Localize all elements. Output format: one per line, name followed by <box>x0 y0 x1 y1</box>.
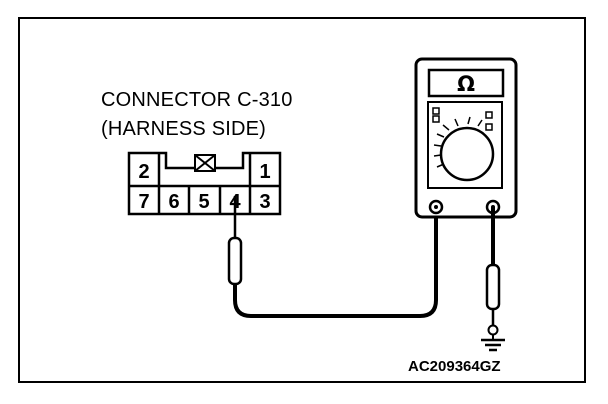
connector-c310: 2 1 7 6 5 4 3 <box>127 151 282 216</box>
multimeter-display <box>427 68 505 98</box>
connector-title: CONNECTOR C-310 (HARNESS SIDE) <box>101 86 293 144</box>
indicator-icon <box>432 107 440 115</box>
ohm-symbol: Ω <box>457 72 475 96</box>
connector-side: (HARNESS SIDE) <box>101 118 267 140</box>
pin-label: 2 <box>138 161 149 183</box>
pin-label: 5 <box>198 191 209 213</box>
pin-label: 6 <box>168 191 179 213</box>
unused-cavity-icon <box>194 154 216 172</box>
ground-lead <box>485 207 501 326</box>
figure-code: AC209364GZ <box>408 358 501 375</box>
connector-name: CONNECTOR C-310 <box>101 89 293 111</box>
multimeter: Ω <box>414 57 518 219</box>
connector-outline <box>127 151 282 216</box>
probe-handle <box>485 263 501 311</box>
indicator-icon <box>485 123 493 131</box>
probe-handle <box>227 236 243 286</box>
test-lead-wire-pos <box>233 207 438 318</box>
indicator-icon <box>485 111 493 119</box>
pin-label: 3 <box>259 191 270 213</box>
pin-label: 7 <box>138 191 149 213</box>
ground-icon <box>481 324 505 352</box>
pin-label: 1 <box>259 161 270 183</box>
indicator-icon <box>432 115 440 123</box>
rotary-dial-icon <box>439 126 495 182</box>
